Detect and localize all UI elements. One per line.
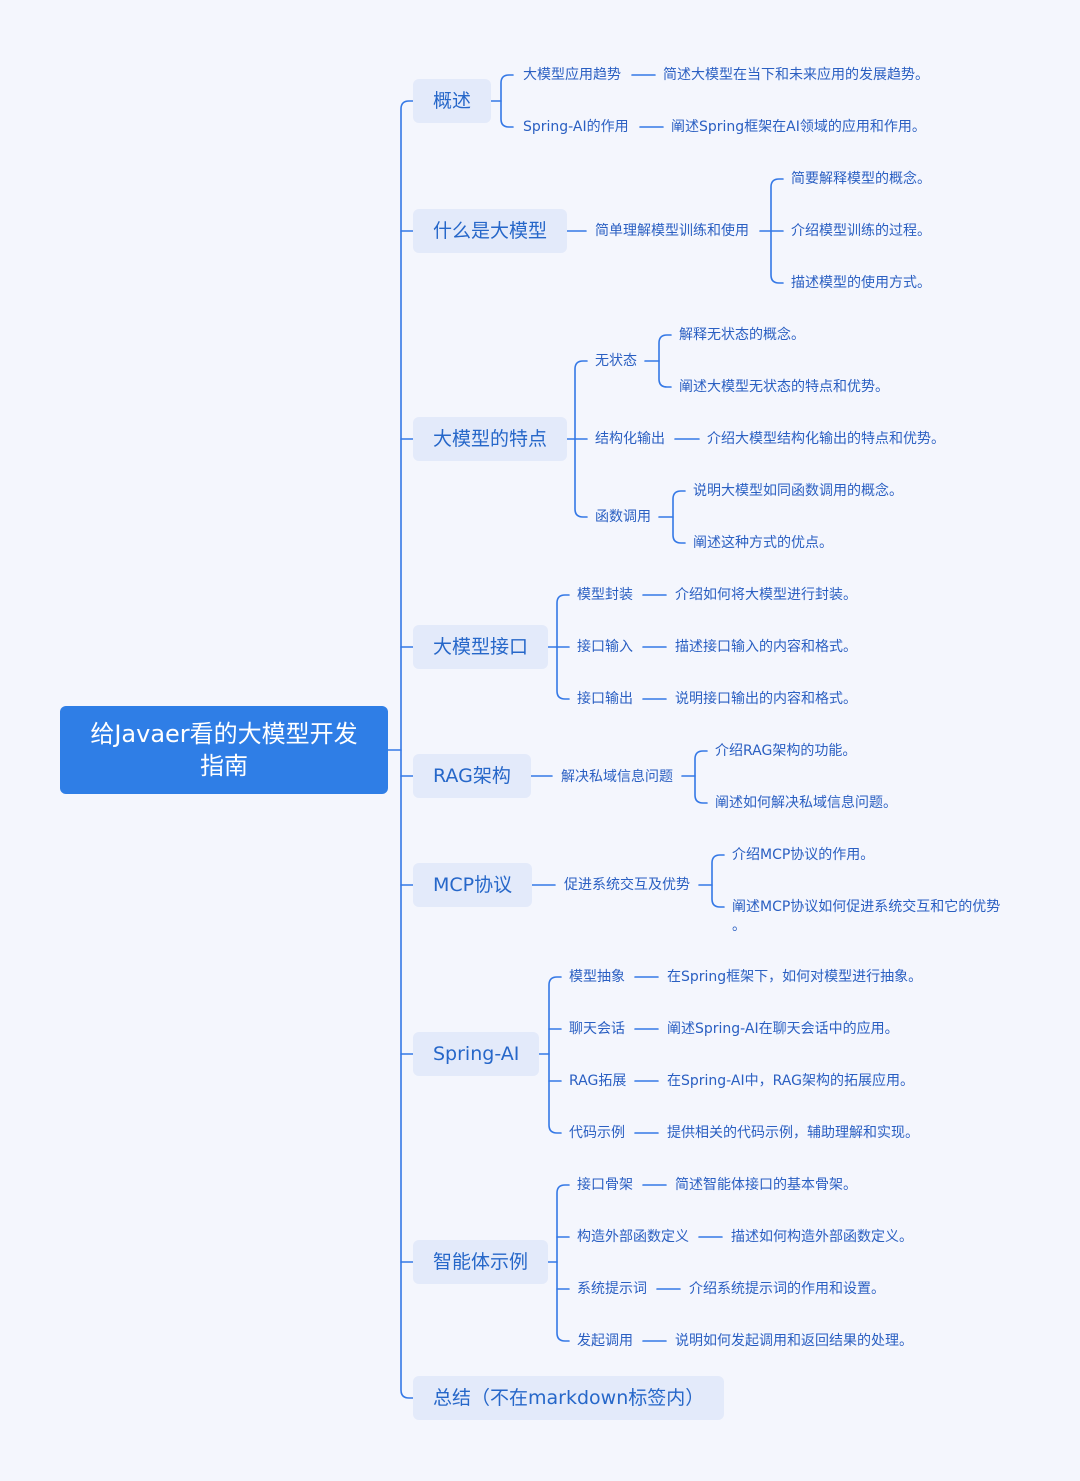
detail-spring-ai-role[interactable]: 阐述Spring框架在AI领域的应用和作用。 (671, 119, 926, 135)
topic-structured-output[interactable]: 结构化输出 (595, 431, 665, 447)
interaction-bracket (711, 854, 725, 908)
topic-interface-input[interactable]: 接口输入 (577, 639, 633, 655)
topic-llm-trend[interactable]: 大模型应用趋势 (523, 67, 621, 83)
branch-label: 概述 (433, 90, 472, 112)
overview-bracket (500, 74, 514, 128)
topic-private-info[interactable]: 解决私域信息问题 (561, 769, 673, 785)
main-trunk (400, 100, 414, 1399)
spring-bracket (548, 976, 562, 1134)
detail-function-call-advantages[interactable]: 阐述这种方式的优点。 (693, 535, 833, 551)
branch-label: RAG架构 (433, 765, 511, 787)
detail-mcp-interaction[interactable]: 阐述MCP协议如何促进系统交互和它的优势 (732, 899, 1001, 915)
detail-model-wrap[interactable]: 介绍如何将大模型进行封装。 (675, 587, 857, 603)
detail-private-info[interactable]: 阐述如何解决私域信息问题。 (715, 795, 897, 811)
detail-interface-skeleton[interactable]: 简述智能体接口的基本骨架。 (675, 1177, 857, 1193)
detail-code-example[interactable]: 提供相关的代码示例，辅助理解和实现。 (667, 1125, 919, 1141)
branch-label: Spring-AI (433, 1043, 520, 1065)
agent-bracket (556, 1184, 570, 1342)
topic-interface-output[interactable]: 接口输出 (577, 691, 633, 707)
branch-label: 什么是大模型 (433, 220, 548, 242)
branch-mcp[interactable]: MCP协议 (413, 863, 533, 907)
topic-chat-session[interactable]: 聊天会话 (569, 1021, 625, 1037)
topic-model-wrap[interactable]: 模型封装 (577, 587, 633, 603)
private-bracket (694, 750, 708, 804)
topic-external-function[interactable]: 构造外部函数定义 (577, 1229, 689, 1245)
branch-label: 大模型的特点 (433, 428, 548, 450)
detail-chat-session[interactable]: 阐述Spring-AI在聊天会话中的应用。 (667, 1021, 899, 1037)
detail-model-concept[interactable]: 简要解释模型的概念。 (791, 171, 931, 187)
stateless-bracket (658, 334, 672, 388)
root-node[interactable]: 给Javaer看的大模型开发指南 (60, 706, 388, 794)
topic-system-interaction[interactable]: 促进系统交互及优势 (564, 877, 690, 893)
topic-rag-extension[interactable]: RAG拓展 (569, 1073, 627, 1089)
topic-train-and-use[interactable]: 简单理解模型训练和使用 (595, 223, 749, 239)
topic-invoke[interactable]: 发起调用 (577, 1333, 633, 1349)
topic-system-prompt[interactable]: 系统提示词 (577, 1281, 647, 1297)
branch-agent-example[interactable]: 智能体示例 (413, 1240, 549, 1284)
branch-label: 大模型接口 (433, 636, 529, 658)
branch-llm-interface[interactable]: 大模型接口 (413, 625, 549, 669)
branch-overview[interactable]: 概述 (413, 79, 492, 123)
branch-rag[interactable]: RAG架构 (413, 754, 531, 798)
detail-structured-output[interactable]: 介绍大模型结构化输出的特点和优势。 (707, 431, 945, 447)
topic-model-abstraction[interactable]: 模型抽象 (569, 969, 625, 985)
detail-rag-extension[interactable]: 在Spring-AI中，RAG架构的拓展应用。 (667, 1073, 914, 1089)
detail-model-abstraction[interactable]: 在Spring框架下，如何对模型进行抽象。 (667, 969, 923, 985)
branch-llm-features[interactable]: 大模型的特点 (413, 417, 568, 461)
branch-label: MCP协议 (433, 874, 513, 896)
detail-rag-function[interactable]: 介绍RAG架构的功能。 (715, 743, 857, 759)
detail-mcp-role[interactable]: 介绍MCP协议的作用。 (732, 847, 875, 863)
detail-mcp-interaction-line2: 。 (732, 918, 746, 934)
detail-system-prompt[interactable]: 介绍系统提示词的作用和设置。 (689, 1281, 885, 1297)
detail-stateless-concept[interactable]: 解释无状态的概念。 (679, 327, 805, 343)
detail-function-call-concept[interactable]: 说明大模型如同函数调用的概念。 (693, 483, 903, 499)
detail-interface-input[interactable]: 描述接口输入的内容和格式。 (675, 639, 857, 655)
detail-usage[interactable]: 描述模型的使用方式。 (791, 275, 931, 291)
detail-llm-trend[interactable]: 简述大模型在当下和未来应用的发展趋势。 (663, 67, 929, 83)
topic-interface-skeleton[interactable]: 接口骨架 (577, 1177, 633, 1193)
detail-external-function[interactable]: 描述如何构造外部函数定义。 (731, 1229, 913, 1245)
root-title: 给Javaer看的大模型开发指南 (90, 720, 358, 780)
detail-interface-output[interactable]: 说明接口输出的内容和格式。 (675, 691, 857, 707)
topic-function-call[interactable]: 函数调用 (595, 509, 651, 525)
topic-stateless[interactable]: 无状态 (595, 353, 637, 369)
detail-stateless-advantages[interactable]: 阐述大模型无状态的特点和优势。 (679, 379, 889, 395)
func-bracket (672, 490, 686, 544)
topic-spring-ai-role[interactable]: Spring-AI的作用 (523, 119, 629, 135)
detail-training-process[interactable]: 介绍模型训练的过程。 (791, 223, 931, 239)
branch-label: 总结（不在markdown标签内） (433, 1387, 705, 1409)
detail-invoke[interactable]: 说明如何发起调用和返回结果的处理。 (675, 1333, 913, 1349)
branch-spring-ai[interactable]: Spring-AI (413, 1032, 540, 1076)
branch-what-is-llm[interactable]: 什么是大模型 (413, 209, 568, 253)
branch-summary[interactable]: 总结（不在markdown标签内） (413, 1376, 725, 1420)
branch-label: 智能体示例 (433, 1251, 529, 1273)
topic-code-example[interactable]: 代码示例 (569, 1125, 625, 1141)
